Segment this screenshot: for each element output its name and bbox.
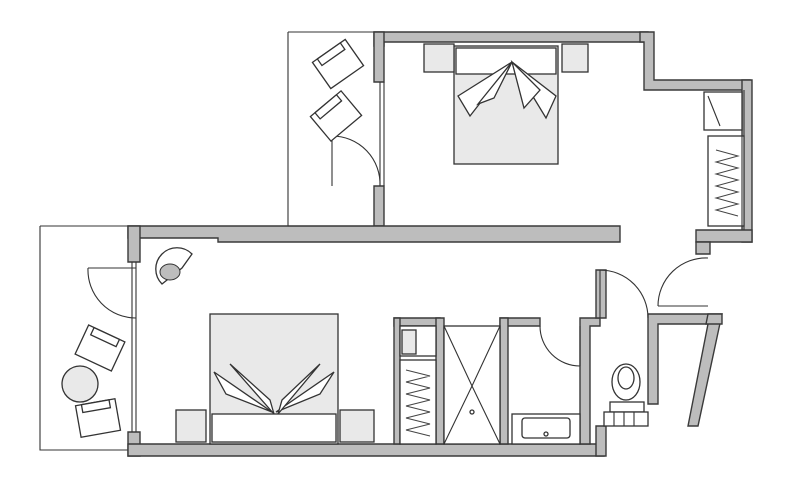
wardrobe-icon [703, 91, 745, 227]
lower-bed [175, 313, 375, 445]
armchair-icon [74, 398, 122, 438]
shower-icon [443, 325, 501, 445]
upper-armchairs [309, 38, 365, 143]
toilet-icon [603, 363, 649, 427]
door-swing-icon [87, 135, 709, 367]
round-table-icon [61, 365, 99, 403]
walls [39, 31, 753, 457]
sink-icon [511, 413, 581, 445]
armchair-icon [74, 324, 126, 372]
round-chair-icon [155, 247, 193, 285]
lower-terrace-furniture [61, 247, 193, 438]
upper-bed [423, 43, 589, 165]
lower-wardrobe [399, 325, 437, 445]
armchair-icon [311, 38, 365, 90]
armchair-icon [309, 89, 363, 143]
